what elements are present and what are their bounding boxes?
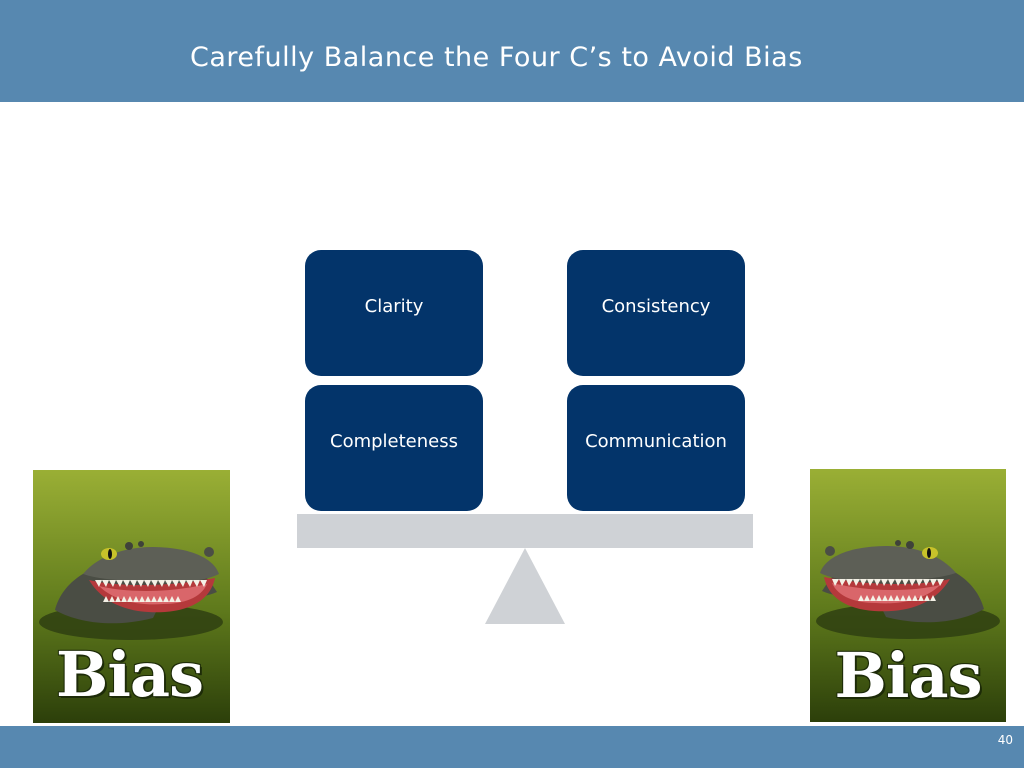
bias-card-left: Bias <box>33 470 230 723</box>
scale-beam <box>297 514 753 548</box>
header-bar <box>0 0 1024 102</box>
box-consistency: Consistency <box>567 250 745 376</box>
page-number: 40 <box>997 733 1013 747</box>
alligator-head-icon <box>33 470 230 723</box>
box-communication: Communication <box>567 385 745 511</box>
box-consistency-label: Consistency <box>601 295 711 317</box>
box-clarity: Clarity <box>305 250 483 376</box>
bias-label-right: Bias <box>834 639 982 712</box>
fulcrum-triangle-icon <box>485 548 565 624</box>
slide-title: Carefully Balance the Four C’s to Avoid … <box>190 42 803 73</box>
alligator-head-icon <box>810 469 1006 722</box>
bias-label-left: Bias <box>55 638 204 711</box>
bias-card-right: Bias <box>810 469 1006 722</box>
box-communication-label: Communication <box>585 430 727 452</box>
footer-bar <box>0 726 1024 768</box>
box-completeness: Completeness <box>305 385 483 511</box>
box-completeness-label: Completeness <box>330 430 458 452</box>
box-clarity-label: Clarity <box>364 295 424 317</box>
